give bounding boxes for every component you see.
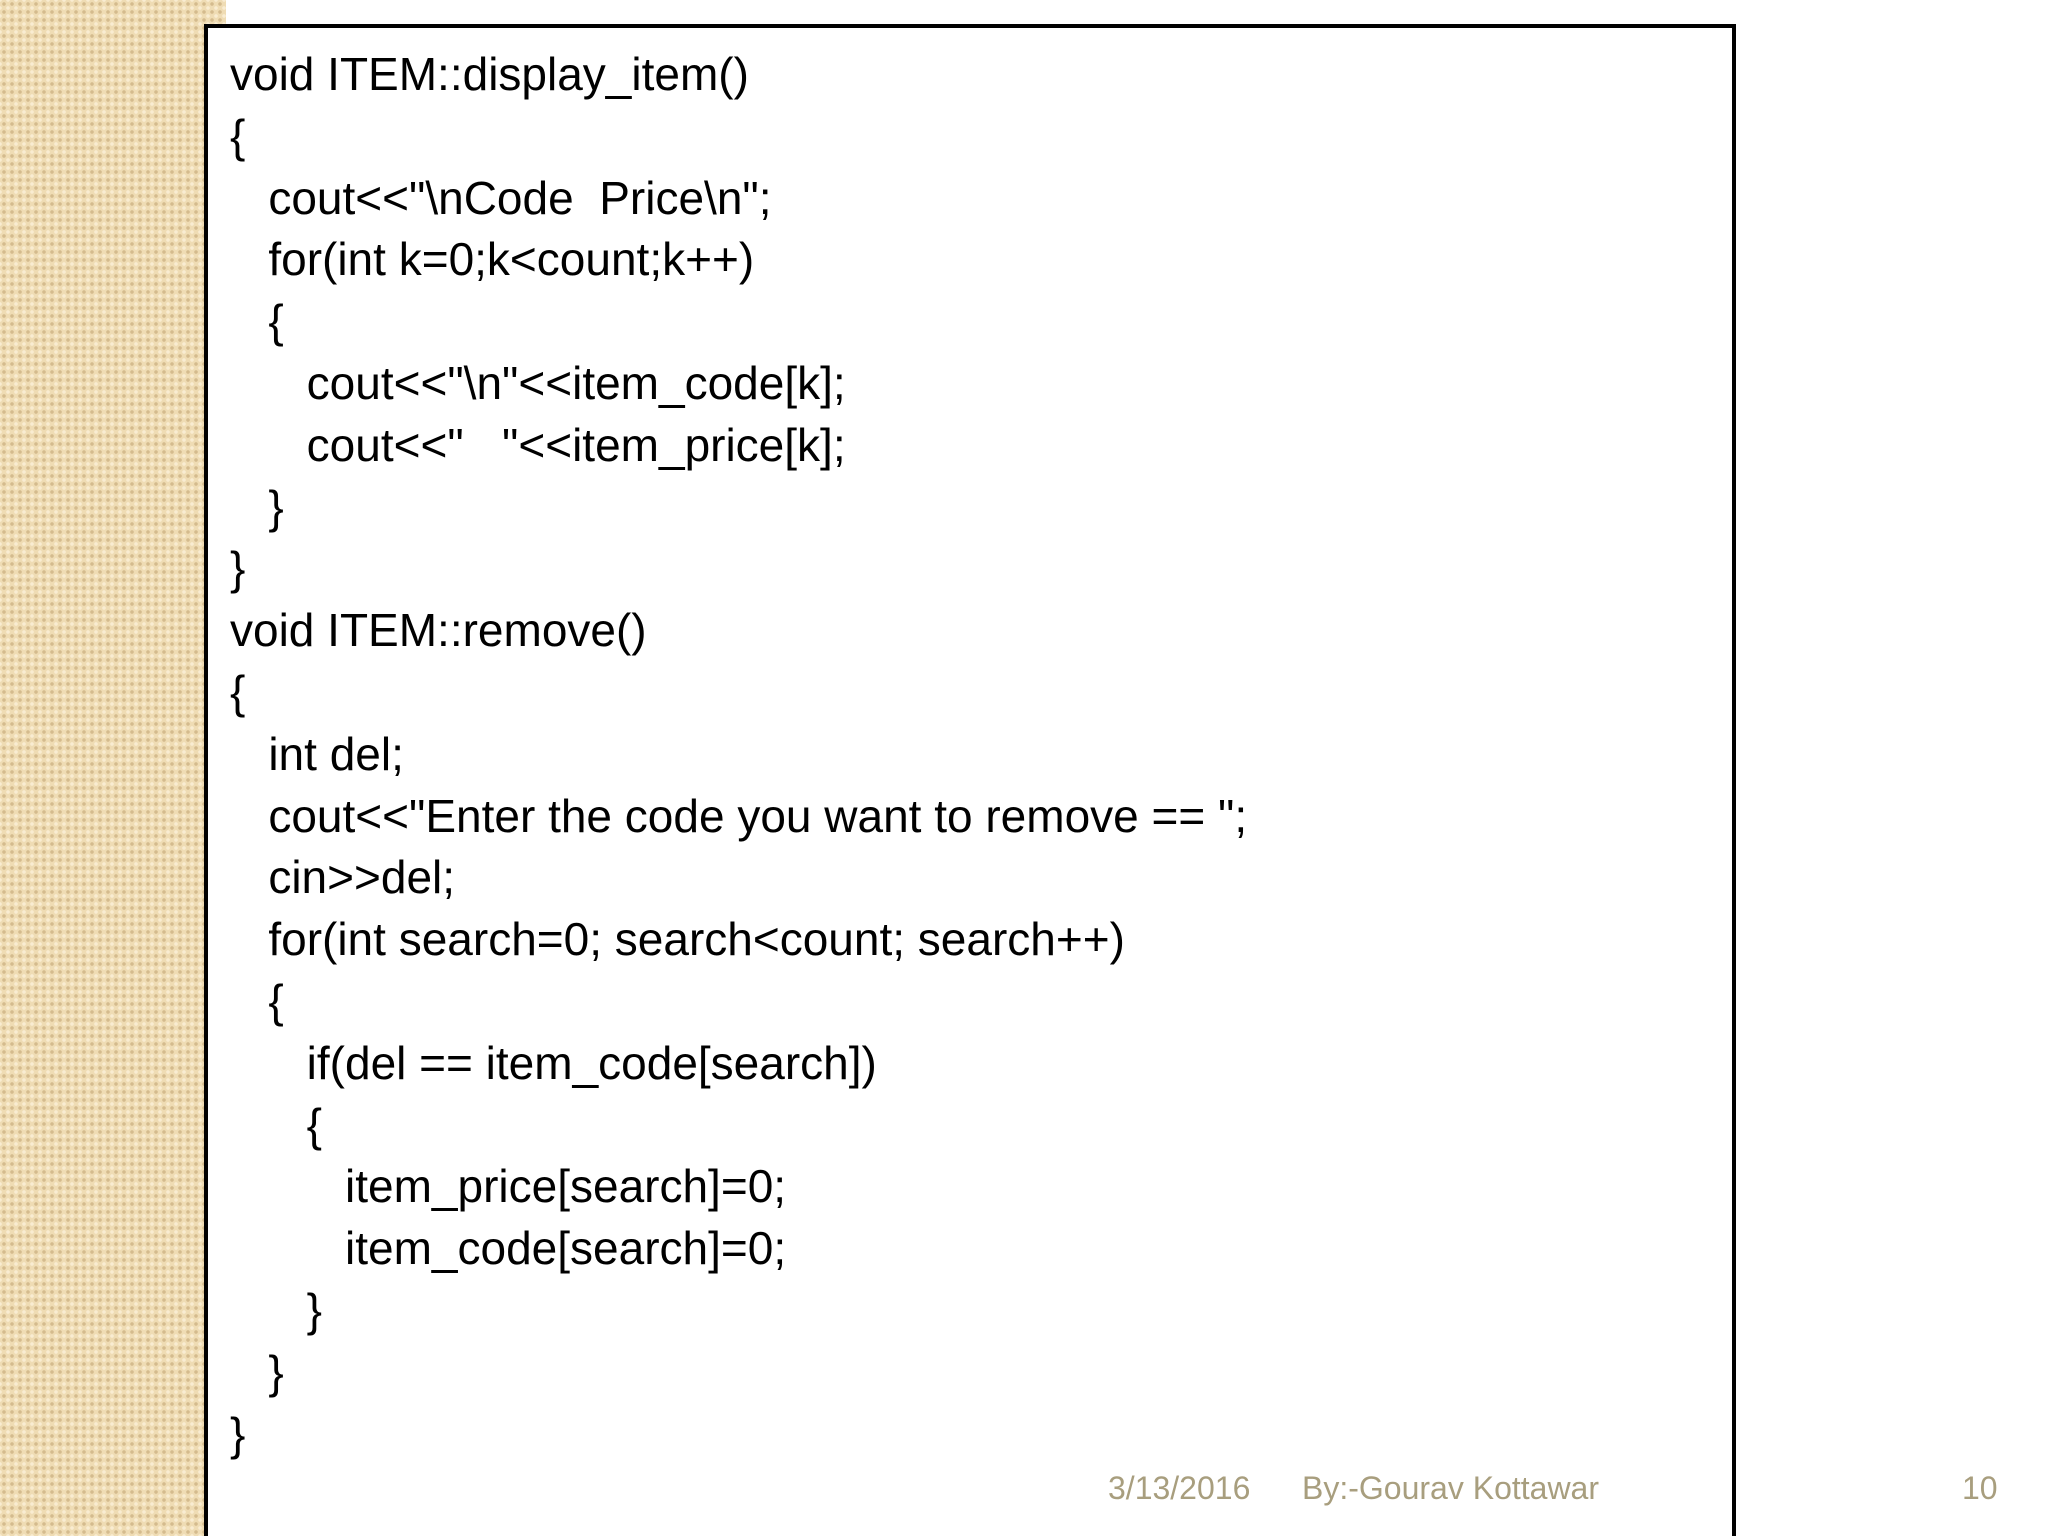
code-line: } bbox=[230, 1345, 284, 1398]
code-line: for(int k=0;k<count;k++) bbox=[230, 233, 755, 286]
code-line: cin>>del; bbox=[230, 851, 456, 904]
page-number: 10 bbox=[1962, 1470, 1998, 1506]
code-line: } bbox=[230, 1407, 246, 1460]
code-line: { bbox=[230, 974, 284, 1027]
code-line: int del; bbox=[230, 727, 404, 780]
code-line: item_price[search]=0; bbox=[230, 1160, 787, 1213]
code-line: } bbox=[230, 1283, 323, 1336]
footer-date: 3/13/2016 bbox=[1108, 1470, 1251, 1506]
code-line: { bbox=[230, 1098, 323, 1151]
code-line: cout<<" "<<item_price[k]; bbox=[230, 418, 846, 471]
code-line: { bbox=[230, 295, 284, 348]
footer-author: By:-Gourav Kottawar bbox=[1302, 1470, 1599, 1506]
code-line: } bbox=[230, 480, 284, 533]
code-line: { bbox=[230, 665, 246, 718]
code-line: } bbox=[230, 542, 246, 595]
code-line: if(del == item_code[search]) bbox=[230, 1036, 877, 1089]
code-line: cout<<"\nCode Price\n"; bbox=[230, 171, 772, 224]
code-line: for(int search=0; search<count; search++… bbox=[230, 913, 1125, 966]
code-line: void ITEM::display_item() bbox=[230, 48, 749, 100]
code-line: cout<<"\n"<<item_code[k]; bbox=[230, 356, 846, 409]
code-listing: void ITEM::display_item() { cout<<"\nCod… bbox=[230, 44, 1247, 1465]
code-line: item_code[search]=0; bbox=[230, 1222, 787, 1275]
code-box: void ITEM::display_item() { cout<<"\nCod… bbox=[204, 24, 1736, 1536]
code-line: cout<<"Enter the code you want to remove… bbox=[230, 789, 1248, 842]
code-line: void ITEM::remove() bbox=[230, 604, 647, 657]
code-line: { bbox=[230, 109, 246, 162]
decorative-side-band bbox=[0, 0, 226, 1536]
